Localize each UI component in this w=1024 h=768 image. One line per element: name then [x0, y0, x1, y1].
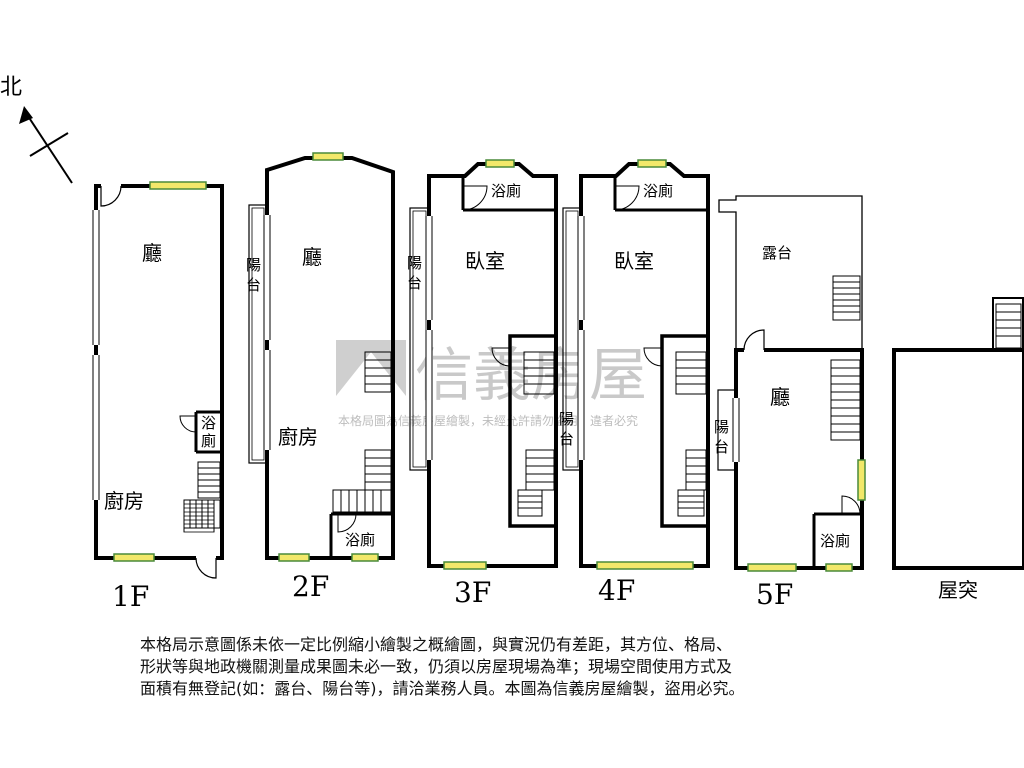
room-label-balcony-4f-top: 陽 — [559, 410, 574, 428]
room-label-balcony-4f-bottom: 台 — [559, 430, 574, 448]
room-label-kitchen-1f: 廚房 — [104, 489, 144, 513]
disclaimer-line-3: 面積有無登記(如：露台、陽台等)，請洽業務人員。本圖為信義房屋繪製，盜用必究。 — [140, 679, 745, 698]
window — [351, 553, 379, 562]
disclaimer-line-1: 本格局示意圖係未依一定比例縮小繪製之概繪圖，與實況仍有差距，其方位、格局、 — [140, 635, 733, 654]
watermark-brand: 信義房屋 — [415, 341, 647, 409]
room-label-bath-1f-top: 浴 — [201, 414, 216, 432]
window — [278, 553, 310, 562]
floor-label-2f: 2F — [292, 570, 329, 603]
window — [857, 459, 866, 501]
floor-label-5f: 5F — [756, 578, 793, 611]
room-label-living-5f: 廳 — [770, 385, 790, 409]
room-label-bedroom-3f: 臥室 — [465, 249, 505, 273]
room-label-bath-2f: 浴廁 — [345, 531, 375, 549]
room-label-bedroom-4f: 臥室 — [614, 249, 654, 273]
plan-3f: 浴廁 臥室 陽 台 3F — [407, 159, 558, 609]
window — [113, 553, 155, 562]
north-label: 北 — [0, 75, 22, 100]
disclaimer: 本格局示意圖係未依一定比例縮小繪製之概繪圖，與實況仍有差距，其方位、格局、 形狀… — [140, 634, 900, 700]
room-label-bath-5f: 浴廁 — [820, 532, 850, 550]
window — [747, 563, 797, 572]
room-label-living-2f: 廳 — [302, 245, 322, 269]
room-label-bath-1f-bottom: 廁 — [201, 432, 216, 450]
plan-2f: 廳 廚房 浴廁 陽 台 2F — [246, 152, 395, 603]
plan-roof: 屋突 — [892, 297, 1024, 602]
north-arrow: 北 — [0, 75, 73, 184]
window — [637, 159, 667, 168]
floor-label-3f: 3F — [454, 576, 491, 609]
room-label-kitchen-2f: 廚房 — [278, 425, 318, 449]
window — [485, 159, 515, 168]
watermark-notice: 本格局圖為信義房屋繪製，未經允許請勿盜用，違者必究 — [338, 413, 638, 428]
room-label-bath-3f: 浴廁 — [491, 182, 521, 200]
plan-4f: 浴廁 臥室 陽 台 4F — [559, 159, 710, 607]
room-label-balcony-2f-top: 陽 — [246, 256, 261, 274]
window — [312, 152, 344, 161]
north-arrow-icon — [19, 106, 33, 124]
plan-1f: 廳 廚房 浴 廁 1F — [92, 181, 224, 613]
room-label-balcony-5f-top: 陽 — [714, 418, 729, 436]
room-label-bath-4f: 浴廁 — [643, 182, 673, 200]
disclaimer-line-2: 形狀等與地政機關測量成果圖未必一致，仍須以房屋現場為準；現場空間使用方式及 — [140, 657, 733, 676]
room-label-balcony-2f-bottom: 台 — [246, 276, 261, 294]
room-label-balcony-5f-bottom: 台 — [714, 438, 729, 456]
window — [825, 563, 853, 572]
floor-label-4f: 4F — [598, 574, 635, 607]
floor-label-roof: 屋突 — [938, 578, 978, 602]
plan-5f: 露台 廳 陽 台 浴廁 5F — [714, 195, 866, 611]
room-label-living-1f: 廳 — [142, 241, 162, 265]
floor-label-1f: 1F — [112, 580, 149, 613]
room-label-balcony-3f-bottom: 台 — [407, 274, 422, 292]
room-label-terrace-5f: 露台 — [762, 244, 792, 262]
window — [596, 561, 694, 570]
room-label-balcony-3f-top: 陽 — [407, 254, 422, 272]
window — [149, 181, 207, 190]
window — [443, 561, 487, 570]
